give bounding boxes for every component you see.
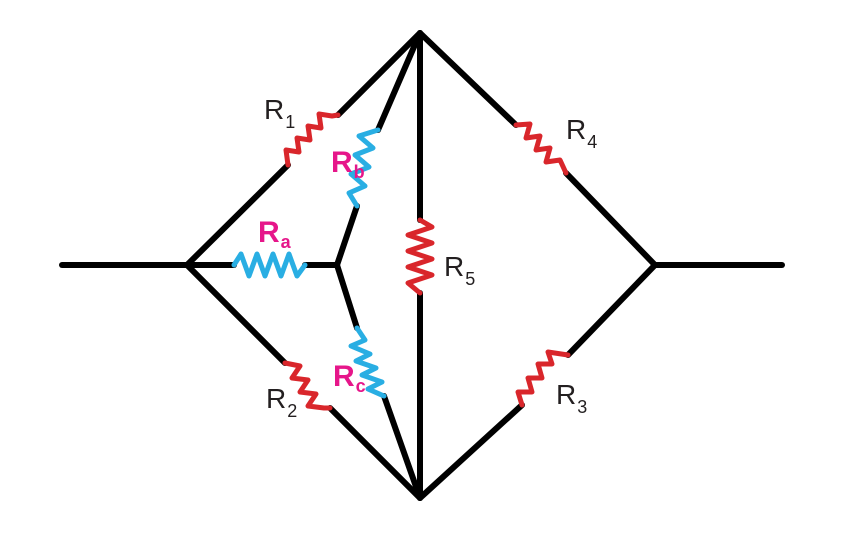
- wire-center-to-rc: [334, 262, 360, 331]
- label-ra-subscript: a: [280, 232, 291, 252]
- wire-rb-to-top: [375, 30, 423, 133]
- label-ra: Ra: [258, 216, 291, 252]
- label-r1: R1: [264, 94, 295, 132]
- resistor-r2-zigzag: [282, 360, 333, 411]
- label-rb-letter: R: [331, 146, 353, 179]
- label-r1-subscript: 1: [285, 112, 296, 132]
- resistor-r3-zigzag: [515, 349, 571, 408]
- resistor-r1-zigzag: [283, 111, 341, 168]
- wire-left-to-r1: [184, 162, 291, 268]
- label-r2-subscript: 2: [287, 401, 298, 421]
- resistor-rb-zigzag: [346, 127, 381, 209]
- label-r5: R5: [444, 251, 475, 289]
- label-rc-letter: R: [333, 360, 355, 393]
- label-r5-letter: R: [444, 251, 465, 282]
- wires: [59, 30, 785, 501]
- wire-top-to-r4: [417, 30, 519, 128]
- wire-r2-to-bottom: [327, 405, 423, 501]
- wire-r4-to-right: [563, 170, 658, 268]
- resistor-r4-zigzag: [513, 121, 569, 176]
- label-r3: R3: [556, 379, 587, 417]
- resistor-ra-zigzag: [231, 251, 308, 279]
- wire-left-to-r2: [184, 262, 288, 366]
- wire-bottom-to-r3: [417, 402, 525, 501]
- wire-center-to-rb: [334, 203, 360, 268]
- label-r4-subscript: 4: [587, 132, 598, 152]
- resistor-r5-zigzag: [405, 217, 435, 296]
- resistor-rc-zigzag: [348, 325, 387, 399]
- label-r4: R4: [566, 114, 597, 152]
- label-r2: R2: [266, 383, 297, 421]
- wire-r1-to-top: [335, 30, 423, 118]
- label-rc: Rc: [333, 360, 366, 396]
- label-r2-letter: R: [266, 383, 287, 414]
- wire-rc-to-bottom: [381, 393, 423, 501]
- label-rc-subscript: c: [355, 376, 366, 396]
- label-rb-subscript: b: [353, 162, 365, 182]
- label-ra-letter: R: [258, 216, 280, 249]
- wire-r3-to-right: [565, 262, 658, 358]
- label-r4-letter: R: [566, 114, 587, 145]
- label-r3-letter: R: [556, 379, 577, 410]
- resistors: [231, 111, 571, 411]
- label-r3-subscript: 3: [577, 397, 588, 417]
- label-rb: Rb: [331, 146, 365, 182]
- label-r1-letter: R: [264, 94, 285, 125]
- label-r5-subscript: 5: [465, 269, 476, 289]
